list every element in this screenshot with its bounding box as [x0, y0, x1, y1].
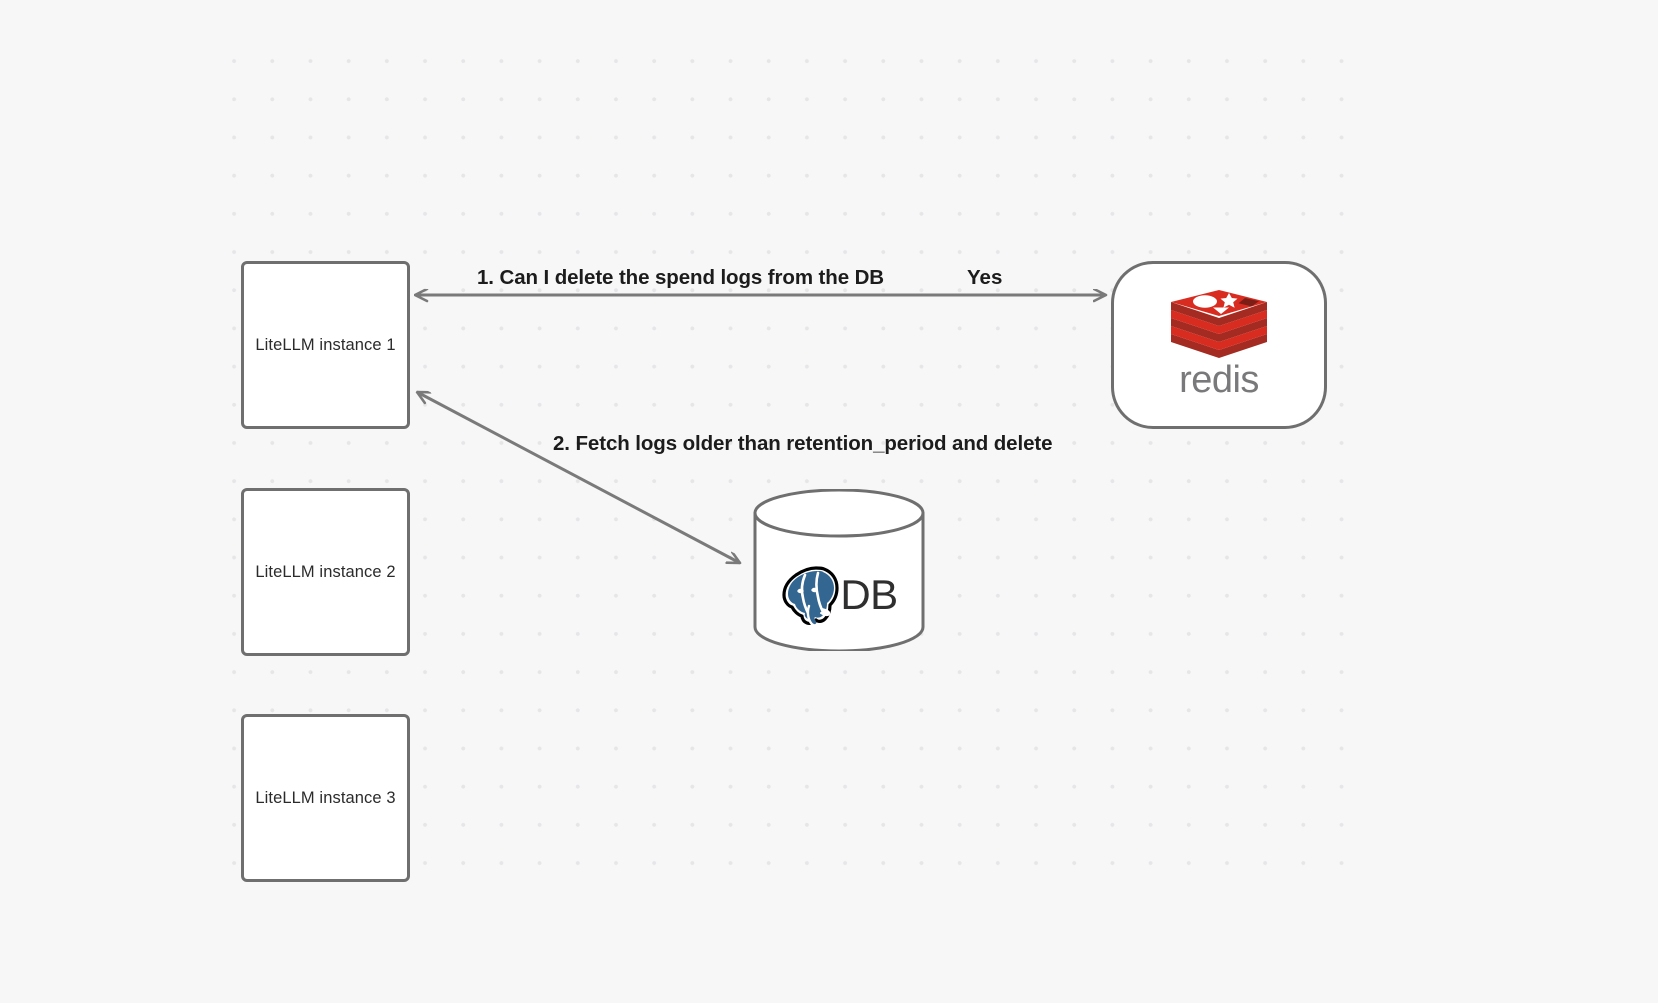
node-label: LiteLLM instance 1: [255, 335, 396, 354]
redis-wordmark: redis: [1179, 361, 1259, 401]
cylinder-shape: [753, 489, 925, 651]
node-litellm-instance-2[interactable]: LiteLLM instance 2: [241, 488, 410, 656]
edge-line-2: [417, 390, 740, 565]
edge-label-request: 1. Can I delete the spend logs from the …: [477, 266, 885, 289]
redis-logo-icon: [1171, 289, 1267, 358]
node-label: LiteLLM instance 2: [255, 562, 396, 581]
node-label: LiteLLM instance 3: [255, 788, 396, 807]
postgresql-elephant-icon: [782, 566, 839, 627]
db-label: DB: [840, 571, 898, 618]
node-database[interactable]: DB: [753, 489, 925, 651]
node-litellm-instance-3[interactable]: LiteLLM instance 3: [241, 714, 410, 882]
svg-text:redis: redis: [1179, 361, 1259, 401]
node-litellm-instance-1[interactable]: LiteLLM instance 1: [241, 261, 410, 429]
edge-litellm1-db: [417, 390, 740, 565]
node-redis[interactable]: redis: [1111, 261, 1327, 429]
edge-label-reply: Yes: [967, 266, 1003, 289]
edge-label-fetch-delete: 2. Fetch logs older than retention_perio…: [553, 432, 1053, 455]
